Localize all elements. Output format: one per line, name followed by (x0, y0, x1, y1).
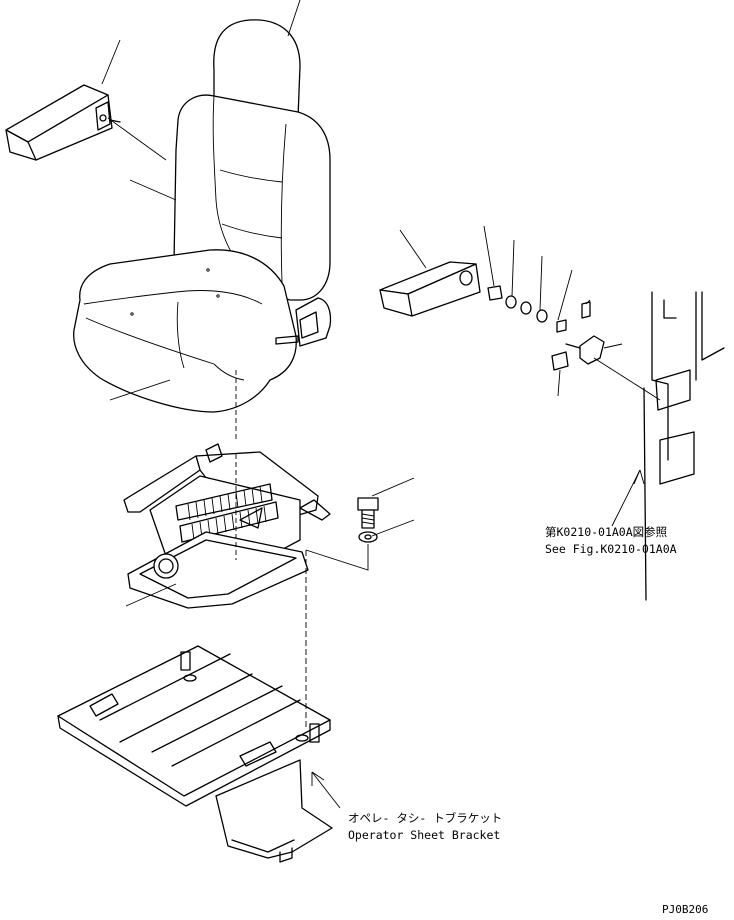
seat-suspension (123, 443, 331, 609)
left-armrest (5, 84, 121, 161)
operator-seat-bracket (57, 550, 333, 863)
seat-assembly (73, 19, 332, 440)
bolt-and-washer (305, 497, 379, 571)
reference-label-english: See Fig.K0210-01A0A (545, 542, 677, 556)
drawing-code: PJ0B206 (662, 903, 708, 916)
reference-label-japanese: 第K0210-01A0A図参照 (545, 525, 667, 539)
leader-lines (101, 0, 661, 809)
bracket-label-japanese: オペレ- タシ- トブラケット (348, 811, 502, 825)
bracket-label-english: Operator Sheet Bracket (348, 828, 500, 842)
armrest-hardware (487, 285, 605, 371)
cab-panel (643, 291, 725, 601)
right-armrest (379, 261, 481, 317)
